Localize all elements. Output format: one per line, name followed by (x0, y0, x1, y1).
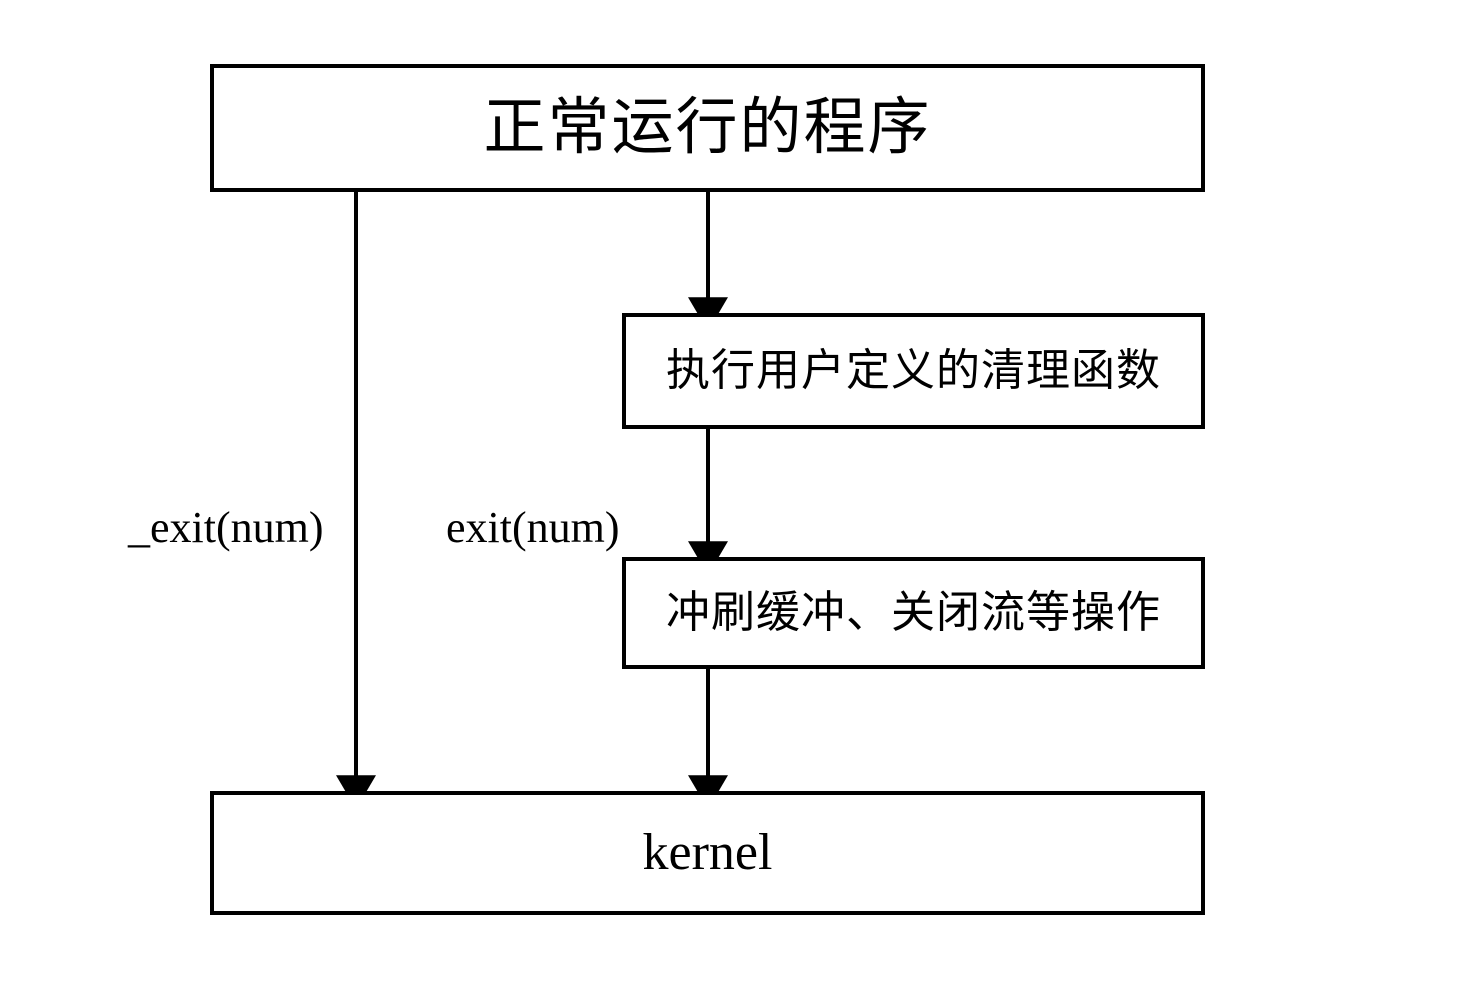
edge-label-underscore-exit-num: _exit(num) (128, 503, 324, 552)
node-cleanup-label: 执行用户定义的清理函数 (666, 345, 1161, 395)
node-run-user-defined-cleanup-functions: 执行用户定义的清理函数 (622, 313, 1205, 429)
node-flush-label: 冲刷缓冲、关闭流等操作 (666, 587, 1161, 637)
node-kernel-label: kernel (642, 824, 773, 882)
node-normal-running-program: 正常运行的程序 (210, 64, 1205, 192)
edge-label-exit-num: exit(num) (446, 503, 620, 552)
node-kernel: kernel (210, 791, 1205, 915)
node-program-label: 正常运行的程序 (483, 93, 932, 162)
node-flush-buffers-close-streams: 冲刷缓冲、关闭流等操作 (622, 557, 1205, 669)
